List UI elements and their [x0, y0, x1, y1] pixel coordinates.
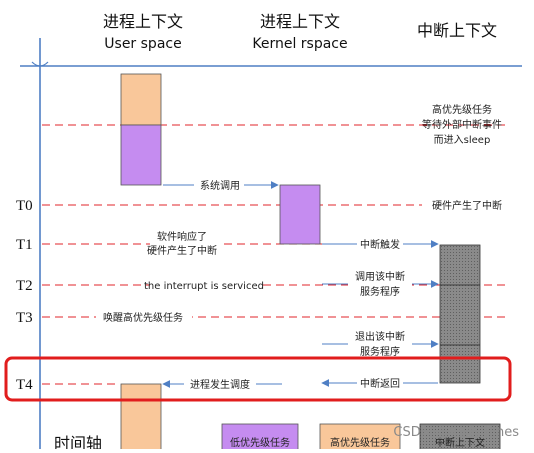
t4-highlight-box — [4, 356, 512, 402]
wake-high-priority-label: 唤醒高优先级任务 — [103, 311, 183, 324]
syscall-label-bg — [194, 178, 244, 192]
wake-label-bg — [96, 310, 192, 324]
sched-label-bg — [184, 377, 256, 391]
call-isr-line1: 调用该中断 — [355, 270, 405, 283]
legend-low-label: 低优先级任务 — [230, 436, 290, 449]
irq-trigger-label-bg — [357, 237, 403, 251]
sw-respond-label-bg — [150, 229, 220, 257]
user-space-block — [120, 124, 162, 186]
interrupt-column-title: 中断上下文 — [417, 21, 497, 40]
sw-respond-line2: 硬件产生了中断 — [147, 244, 217, 257]
hw-interrupt-label: 硬件产生了中断 — [432, 199, 502, 212]
legend-timeline: 时间轴 — [54, 434, 102, 449]
kernel-column-title-zh: 进程上下文 — [260, 12, 340, 31]
kernel-block — [279, 184, 321, 245]
irq-serviced-label: the interrupt is serviced — [144, 281, 264, 292]
interrupt-block — [439, 244, 481, 384]
irq-trigger-label: 中断触发 — [360, 238, 400, 251]
exit-isr-label-bg — [348, 328, 412, 358]
user-column-title-zh: 进程上下文 — [103, 12, 183, 31]
legend-irq-label: 中断上下文 — [435, 436, 485, 449]
hw-interrupt-label-bg — [422, 198, 512, 212]
note-high-priority-line1: 高优先级任务 — [432, 103, 492, 116]
note-high-priority-line3: 而进入sleep — [434, 134, 491, 146]
tick-t4: T4 — [16, 377, 33, 393]
irq-return-label: 中断返回 — [360, 377, 400, 390]
exit-isr-line1: 退出该中断 — [355, 330, 405, 343]
kernel-column-title-en: Kernel rspace — [252, 36, 347, 52]
low-priority-task-block — [120, 73, 162, 126]
call-isr-label-bg — [348, 268, 412, 298]
sw-respond-line1: 软件响应了 — [157, 230, 207, 243]
tick-t2: T2 — [16, 278, 33, 294]
tick-t0: T0 — [16, 198, 33, 214]
exit-isr-line2: 服务程序 — [360, 345, 400, 358]
irq-serviced-label-bg — [150, 278, 260, 292]
irq-return-label-bg — [357, 376, 403, 390]
legend-low-swatch — [221, 423, 299, 453]
note-high-priority-line2: 等待外部中断事件 — [422, 118, 502, 131]
legend-high-swatch — [319, 423, 401, 453]
call-isr-line2: 服务程序 — [360, 285, 400, 298]
legend-irq-swatch — [419, 423, 501, 453]
user-column-title-en: User space — [104, 36, 181, 52]
sched-label: 进程发生调度 — [190, 378, 250, 391]
time-dashed-lines — [42, 124, 510, 385]
tick-t1: T1 — [16, 237, 33, 253]
high-priority-task-block — [120, 383, 162, 453]
watermark: CSDN @Andy Pines — [393, 425, 519, 440]
axis-corner-mark — [31, 61, 49, 67]
legend-high-label: 高优先级任务 — [330, 436, 390, 449]
syscall-label: 系统调用 — [200, 179, 240, 192]
tick-t3: T3 — [16, 310, 33, 326]
